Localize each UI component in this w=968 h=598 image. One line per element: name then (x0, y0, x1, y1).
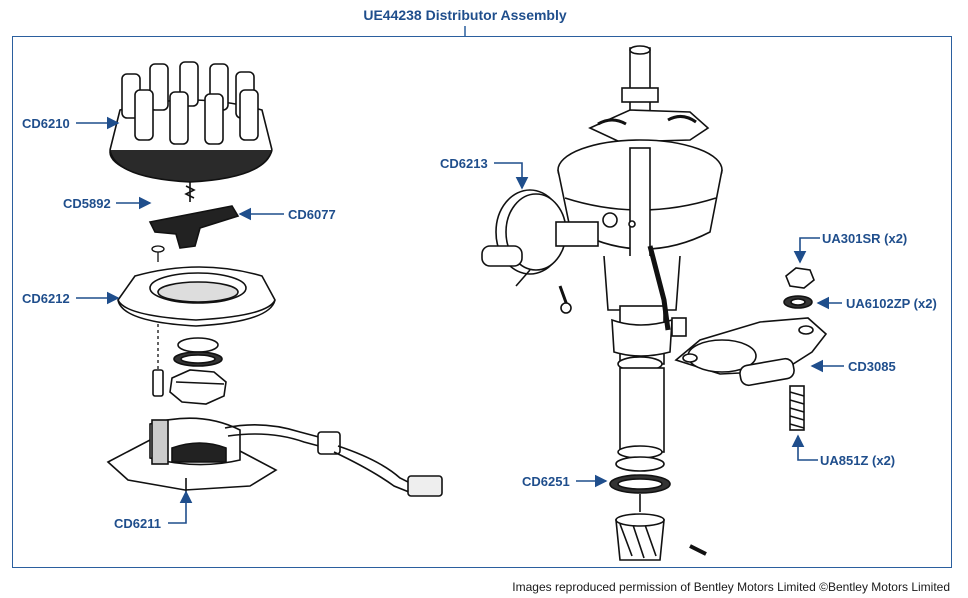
label-cd6077: CD6077 (288, 207, 336, 222)
label-ua6102zp: UA6102ZP (x2) (846, 296, 937, 311)
diagram-title: UE44238 Distributor Assembly (363, 7, 567, 23)
distributor-body (557, 45, 723, 459)
distributor-cap (109, 61, 273, 202)
label-cd6212: CD6212 (22, 291, 70, 306)
rotor-arm (148, 205, 240, 249)
ignition-module (106, 417, 443, 500)
clamp-plate (674, 317, 828, 387)
label-cd5892: CD5892 (63, 196, 111, 211)
label-ua301sr: UA301SR (x2) (822, 231, 908, 246)
copyright-credit: Images reproduced permission of Bentley … (512, 580, 950, 594)
callout-arrows (76, 116, 844, 524)
label-cd3085: CD3085 (848, 359, 896, 374)
diagram-frame (12, 36, 952, 568)
drive-gear (609, 456, 707, 561)
label-cd6213: CD6213 (440, 156, 488, 171)
label-cd6251: CD6251 (522, 474, 570, 489)
vacuum-unit (481, 189, 599, 314)
label-ua851z: UA851Z (x2) (820, 453, 896, 468)
label-cd6210: CD6210 (22, 116, 70, 131)
distributor-plate (117, 266, 276, 327)
label-cd6211: CD6211 (114, 516, 161, 531)
